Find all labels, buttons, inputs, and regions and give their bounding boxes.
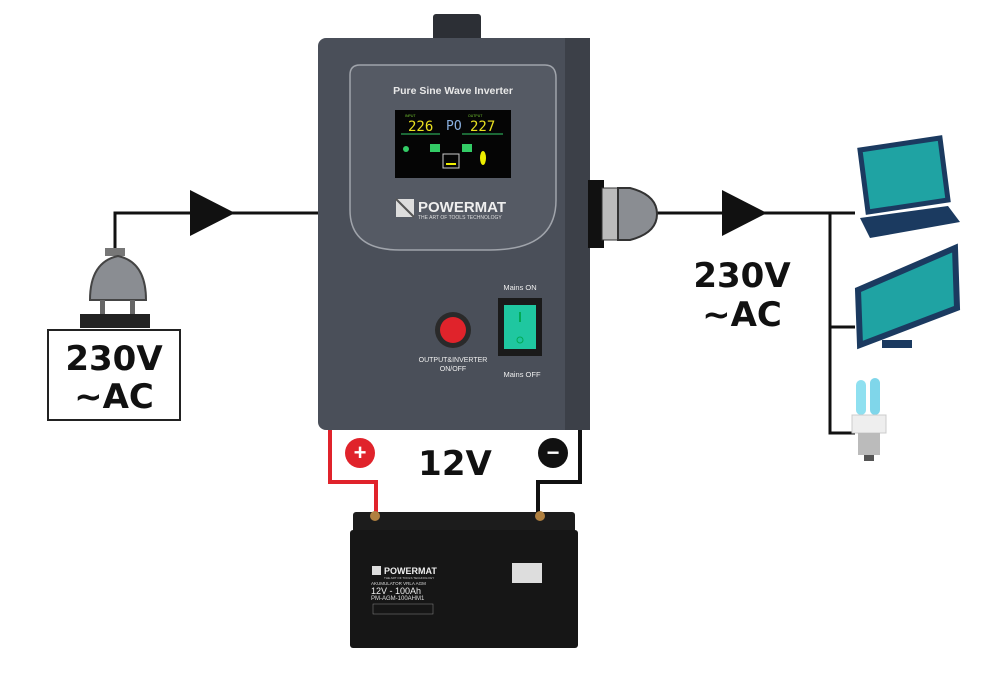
output-bus — [828, 213, 855, 435]
brand-logo: POWERMAT THE ART OF TOOLS TECHNOLOGY — [395, 198, 506, 221]
barcode-icon — [512, 563, 542, 583]
monitor-icon — [854, 243, 961, 350]
battery-model: PM-AGM-100AHM1 — [371, 596, 425, 602]
negative-terminal-icon — [538, 438, 568, 468]
output-arrow-icon — [722, 190, 767, 236]
mains-off-label: Mains OFF — [503, 370, 541, 379]
lcd-input-label: INPUT — [405, 114, 416, 118]
mains-on-label: Mains ON — [503, 283, 536, 292]
positive-terminal-icon — [345, 438, 375, 468]
input-source-box — [47, 329, 181, 421]
positive-wire — [328, 428, 378, 515]
negative-sign: − — [547, 440, 560, 465]
positive-sign: + — [354, 440, 367, 465]
lcd-output-value: 227 — [470, 119, 495, 135]
battery: POWERMAT THE ART OF TOOLS TECHNOLOGY AKU… — [350, 511, 578, 648]
power-button-cap[interactable] — [440, 317, 466, 343]
lcd-display: INPUT 226 PO OUTPUT 227 — [395, 110, 511, 178]
input-type: ~AC — [74, 377, 154, 417]
lcd-output-label: OUTPUT — [468, 114, 483, 118]
battery-rating: 12V - 100Ah — [371, 586, 421, 596]
inverter-title: Pure Sine Wave Inverter — [393, 85, 513, 97]
brand-name: POWERMAT — [418, 199, 506, 216]
output-plug-icon — [588, 180, 659, 248]
power-button-label-2: ON/OFF — [440, 366, 466, 373]
brand-tagline: THE ART OF TOOLS TECHNOLOGY — [418, 215, 502, 221]
input-arrow-icon — [190, 190, 235, 236]
power-button-label: OUTPUT&INVERTER — [419, 357, 488, 364]
inverter-handle — [433, 14, 481, 42]
input-voltage: 230V — [65, 339, 163, 379]
bulb-icon — [851, 378, 887, 461]
output-type: ~AC — [702, 295, 782, 335]
output-voltage: 230V — [693, 256, 791, 296]
battery-tagline: THE ART OF TOOLS TECHNOLOGY — [384, 576, 434, 580]
input-wire — [113, 211, 318, 250]
negative-wire — [536, 428, 582, 515]
lcd-input-value: 226 — [408, 119, 433, 135]
battery-type: AKUMULATOR VRLA AGM — [371, 581, 426, 586]
battery-brand: POWERMAT — [384, 566, 437, 576]
laptop-icon — [857, 135, 960, 238]
input-plug-icon — [80, 248, 150, 328]
battery-voltage: 12V — [418, 444, 492, 484]
lcd-mode: PO — [446, 119, 462, 134]
